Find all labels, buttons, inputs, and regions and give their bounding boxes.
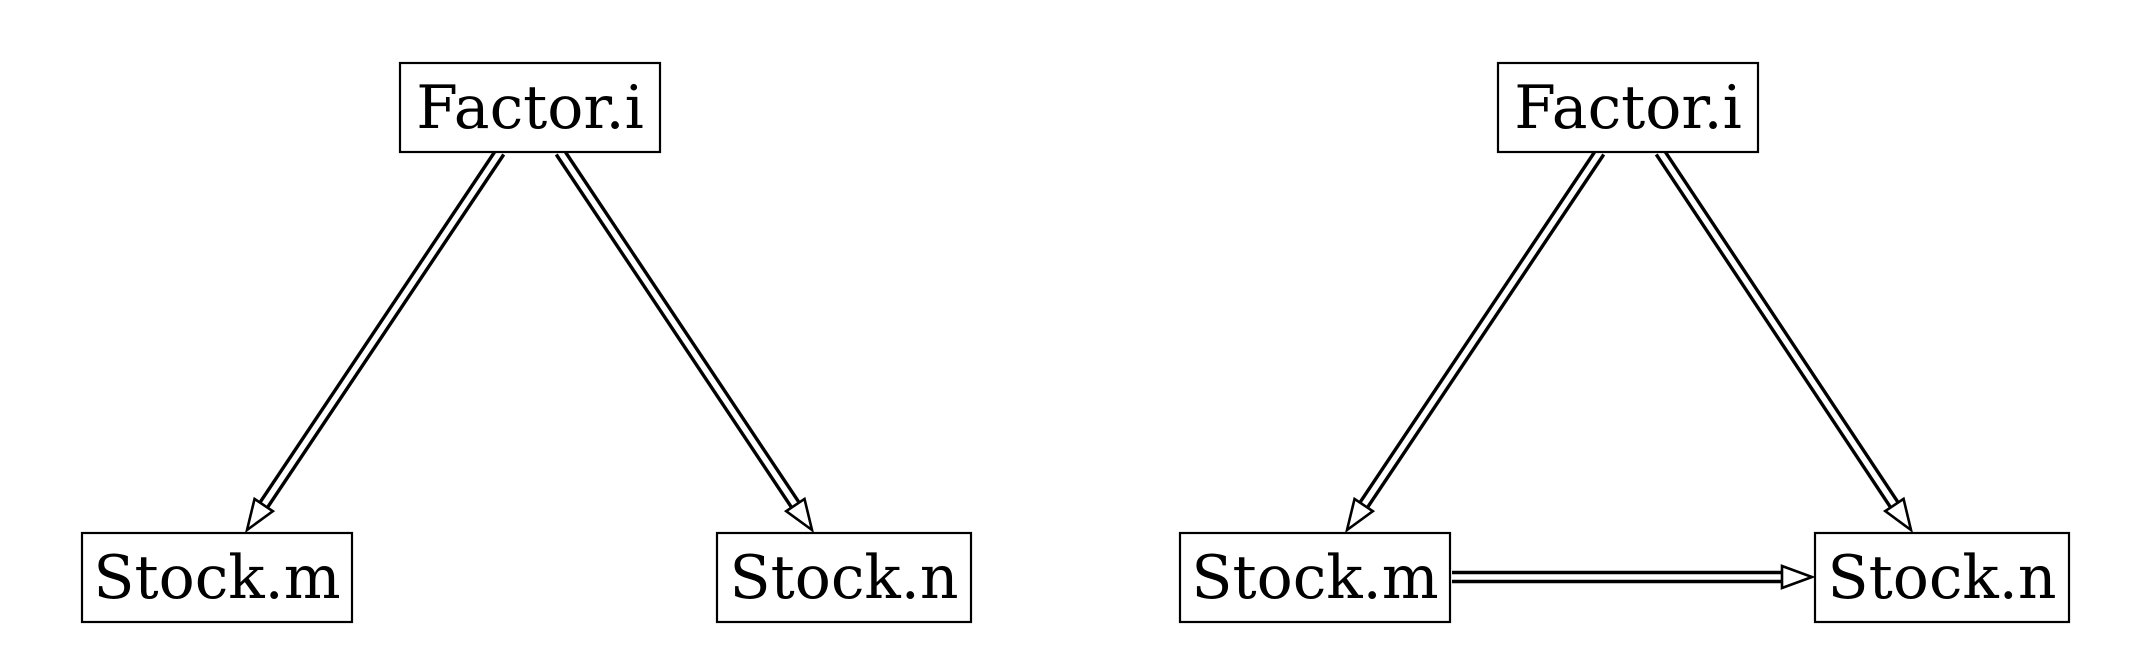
node-label: Factor.i (416, 73, 644, 143)
arrow-shaft-a (1357, 148, 1598, 506)
node-label: Stock.m (1191, 543, 1438, 613)
edge-factor-to-stock-n (554, 148, 815, 534)
edge-factor-to-stock-m (1344, 148, 1606, 534)
arrowhead (783, 496, 815, 534)
arrow-shaft-b (1662, 148, 1901, 506)
node-box (715, 531, 973, 624)
node-stock-m: Stock.m (1178, 531, 1452, 624)
node-box (398, 61, 662, 154)
arrowhead (1344, 496, 1376, 534)
node-label: Factor.i (1514, 73, 1742, 143)
arrow-shaft-b (562, 148, 802, 506)
left-diagram: Factor.i Stock.m Stock.n (80, 61, 973, 624)
arrow-shaft-b (1364, 153, 1606, 511)
node-label: Stock.m (93, 543, 340, 613)
node-stock-n: Stock.n (715, 531, 973, 624)
arrow-shaft-a (257, 148, 498, 506)
arrow-shaft-b (264, 153, 506, 511)
node-label: Stock.n (729, 543, 958, 613)
node-box (1178, 531, 1452, 624)
edge-factor-to-stock-m (244, 148, 506, 534)
arrowhead (1882, 496, 1914, 534)
node-box (80, 531, 354, 624)
node-stock-m: Stock.m (80, 531, 354, 624)
arrow-shaft-a (554, 153, 795, 511)
node-factor: Factor.i (1496, 61, 1760, 154)
edge-stock-m-to-stock-n (1452, 564, 1816, 590)
left-edges (244, 148, 815, 534)
node-box (1813, 531, 2071, 624)
right-diagram: Factor.i Stock.m Stock.n (1178, 61, 2071, 624)
edge-factor-to-stock-n (1654, 148, 1914, 534)
node-factor: Factor.i (398, 61, 662, 154)
node-label: Stock.n (1827, 543, 2056, 613)
arrowhead (244, 496, 276, 534)
arrowhead (1780, 564, 1816, 590)
node-stock-n: Stock.n (1813, 531, 2071, 624)
node-box (1496, 61, 1760, 154)
arrow-shaft-a (1654, 153, 1894, 511)
right-edges (1344, 148, 1914, 590)
